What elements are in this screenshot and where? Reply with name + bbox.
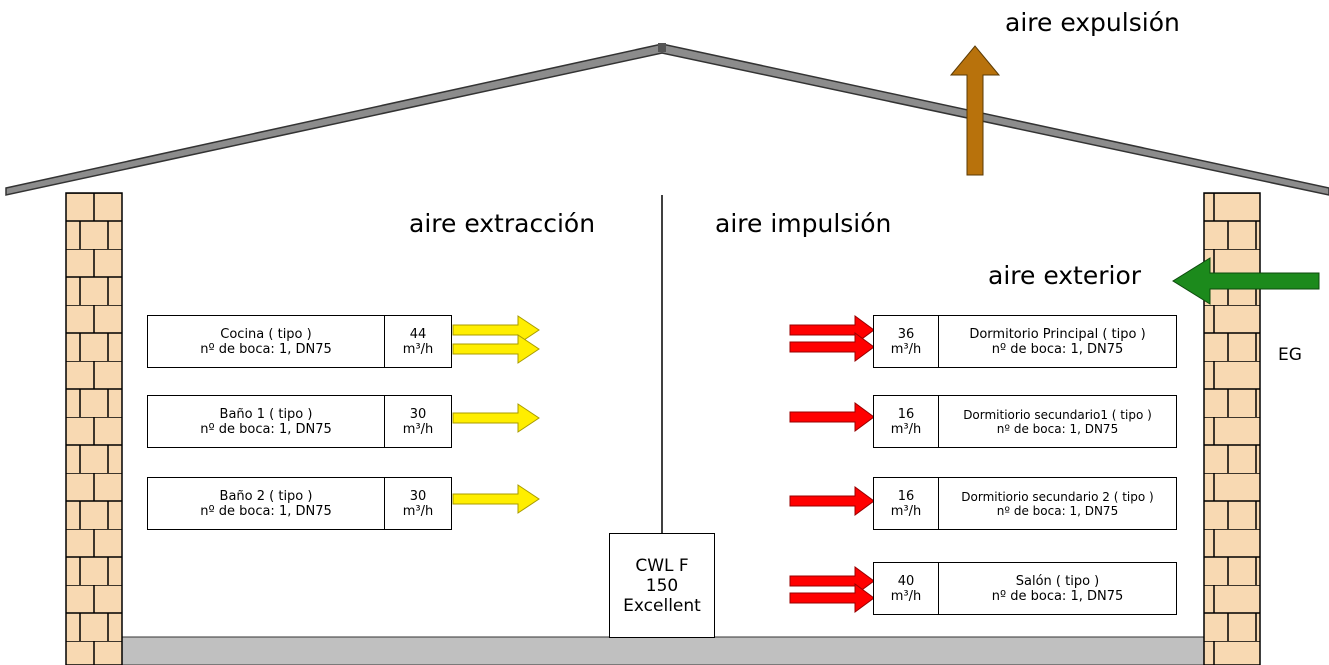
room-name-block: Baño 2 ( tipo ) nº de boca: 1, DN75 (148, 478, 384, 529)
extract-arrow (452, 403, 540, 433)
supply-arrow (789, 402, 875, 432)
room-name-block: Cocina ( tipo ) nº de boca: 1, DN75 (148, 316, 384, 367)
supply-arrow (789, 332, 875, 362)
supply-room-bedroom-1: 16 m³/h Dormitiorio secundario1 ( tipo )… (873, 395, 1177, 448)
flow-unit: m³/h (890, 503, 922, 519)
room-name: Dormitiorio secundario 2 ( tipo ) (961, 489, 1154, 504)
flow-unit: m³/h (890, 588, 922, 604)
supply-room-bedroom-2: 16 m³/h Dormitiorio secundario 2 ( tipo … (873, 477, 1177, 530)
outdoor-air-label: aire exterior (988, 261, 1142, 290)
room-name: Salón ( tipo ) (1015, 573, 1100, 589)
flow-value: 16 (897, 488, 915, 504)
extract-room-kitchen: Cocina ( tipo ) nº de boca: 1, DN75 44 m… (147, 315, 452, 368)
flow-value: 36 (897, 326, 915, 342)
room-flow: 40 m³/h (874, 563, 939, 614)
supply-room-master-bedroom: 36 m³/h Dormitorio Principal ( tipo ) nº… (873, 315, 1177, 368)
room-flow: 36 m³/h (874, 316, 939, 367)
room-flow: 16 m³/h (874, 478, 939, 529)
flow-unit: m³/h (402, 341, 434, 357)
flow-unit: m³/h (890, 421, 922, 437)
supply-air-label: aire impulsión (715, 209, 892, 238)
room-detail: nº de boca: 1, DN75 (996, 421, 1119, 436)
room-flow: 44 m³/h (384, 316, 451, 367)
flow-value: 30 (409, 406, 427, 422)
exhaust-arrow (949, 45, 1001, 176)
room-name-block: Salón ( tipo ) nº de boca: 1, DN75 (939, 563, 1176, 614)
extract-room-bath-2: Baño 2 ( tipo ) nº de boca: 1, DN75 30 m… (147, 477, 452, 530)
extract-air-label: aire extracción (409, 209, 596, 238)
roof-peak (658, 43, 666, 52)
room-name-block: Baño 1 ( tipo ) nº de boca: 1, DN75 (148, 396, 384, 447)
room-detail: nº de boca: 1, DN75 (991, 341, 1124, 357)
right-brick-wall (1203, 192, 1261, 665)
unit-model: CWL F (635, 555, 689, 576)
flow-value: 30 (409, 488, 427, 504)
supply-arrow (789, 486, 875, 516)
room-name: Baño 2 ( tipo ) (219, 488, 313, 504)
left-brick-wall (65, 192, 123, 665)
outdoor-air-arrow (1172, 257, 1320, 305)
room-name: Baño 1 ( tipo ) (219, 406, 313, 422)
room-detail: nº de boca: 1, DN75 (991, 588, 1124, 604)
room-name: Dormitorio Principal ( tipo ) (969, 326, 1146, 342)
supply-arrow (789, 566, 875, 596)
exhaust-air-label: aire expulsión (1005, 8, 1180, 37)
room-detail: nº de boca: 1, DN75 (996, 503, 1119, 518)
extract-arrow (452, 484, 540, 514)
supply-arrow (789, 315, 875, 345)
room-detail: nº de boca: 1, DN75 (200, 503, 332, 519)
room-flow: 30 m³/h (384, 396, 451, 447)
supply-room-living-room: 40 m³/h Salón ( tipo ) nº de boca: 1, DN… (873, 562, 1177, 615)
eg-label: EG (1278, 345, 1302, 365)
room-name-block: Dormitorio Principal ( tipo ) nº de boca… (939, 316, 1176, 367)
unit-size: 150 (645, 575, 679, 596)
room-flow: 30 m³/h (384, 478, 451, 529)
extract-arrow (452, 334, 540, 364)
flow-value: 44 (409, 326, 427, 342)
room-detail: nº de boca: 1, DN75 (200, 421, 332, 437)
room-name-block: Dormitiorio secundario1 ( tipo ) nº de b… (939, 396, 1176, 447)
extract-room-bath-1: Baño 1 ( tipo ) nº de boca: 1, DN75 30 m… (147, 395, 452, 448)
flow-value: 40 (897, 573, 915, 589)
flow-unit: m³/h (402, 503, 434, 519)
room-name: Cocina ( tipo ) (220, 326, 312, 342)
roof (5, 43, 1329, 196)
flow-value: 16 (897, 406, 915, 422)
room-name: Dormitiorio secundario1 ( tipo ) (963, 407, 1152, 422)
flow-unit: m³/h (402, 421, 434, 437)
unit-variant: Excellent (623, 595, 701, 616)
supply-arrow (789, 583, 875, 613)
floor (121, 636, 1205, 665)
ventilation-unit: CWL F 150 Excellent (609, 533, 715, 638)
room-flow: 16 m³/h (874, 396, 939, 447)
flow-unit: m³/h (890, 341, 922, 357)
extract-arrow-group-1 (452, 315, 540, 364)
room-detail: nº de boca: 1, DN75 (200, 341, 332, 357)
extract-arrow (452, 315, 540, 345)
room-name-block: Dormitiorio secundario 2 ( tipo ) nº de … (939, 478, 1176, 529)
